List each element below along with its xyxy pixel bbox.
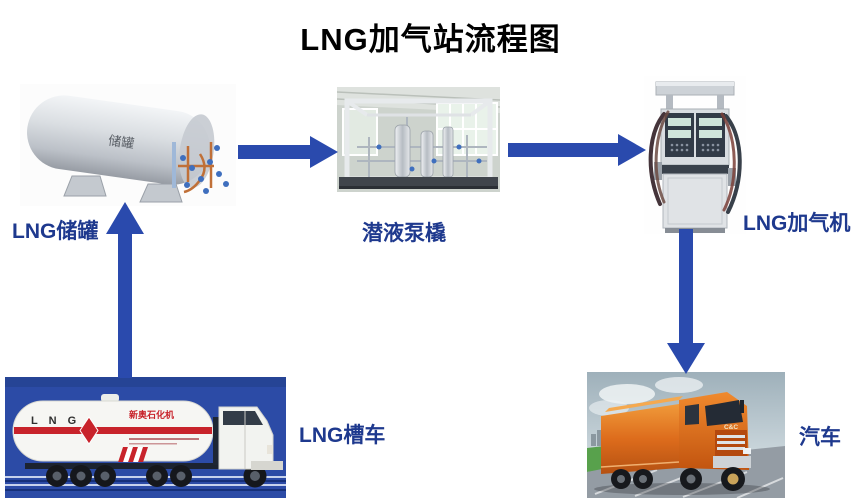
arrow-pump-to-dispenser [508,132,648,168]
pump-photo [337,87,500,192]
tanker-label: LNG槽车 [299,424,386,447]
pump-skid-icon [337,87,500,192]
arrow-dispenser-to-car [665,229,707,375]
tanker-photo-text: L N G [31,415,80,427]
tank-label: LNG储罐 [12,220,99,243]
lng-tanker-truck-icon: L N G 新奥石化机 [5,377,286,498]
dispenser-photo [644,76,746,234]
dispenser-label: LNG加气机 [743,212,851,235]
tank-photo: 储罐 [20,84,236,206]
diagram-title: LNG加气站流程图 [300,22,561,57]
tank-photo-text: 储罐 [107,133,135,151]
tanker-photo: L N G 新奥石化机 [5,377,286,498]
orange-truck-icon: C&C [587,372,785,498]
lng-dispenser-icon [644,76,746,234]
pump-label: 潜液泵橇 [362,222,446,245]
tanker-photo-brand: 新奥石化机 [129,409,174,420]
arrow-tank-to-pump [238,134,340,170]
car-label: 汽车 [799,426,841,449]
arrow-tanker-to-tank [104,202,146,378]
car-photo: C&C [587,372,785,498]
car-photo-brand: C&C [724,424,738,431]
storage-tank-icon: 储罐 [20,84,236,206]
